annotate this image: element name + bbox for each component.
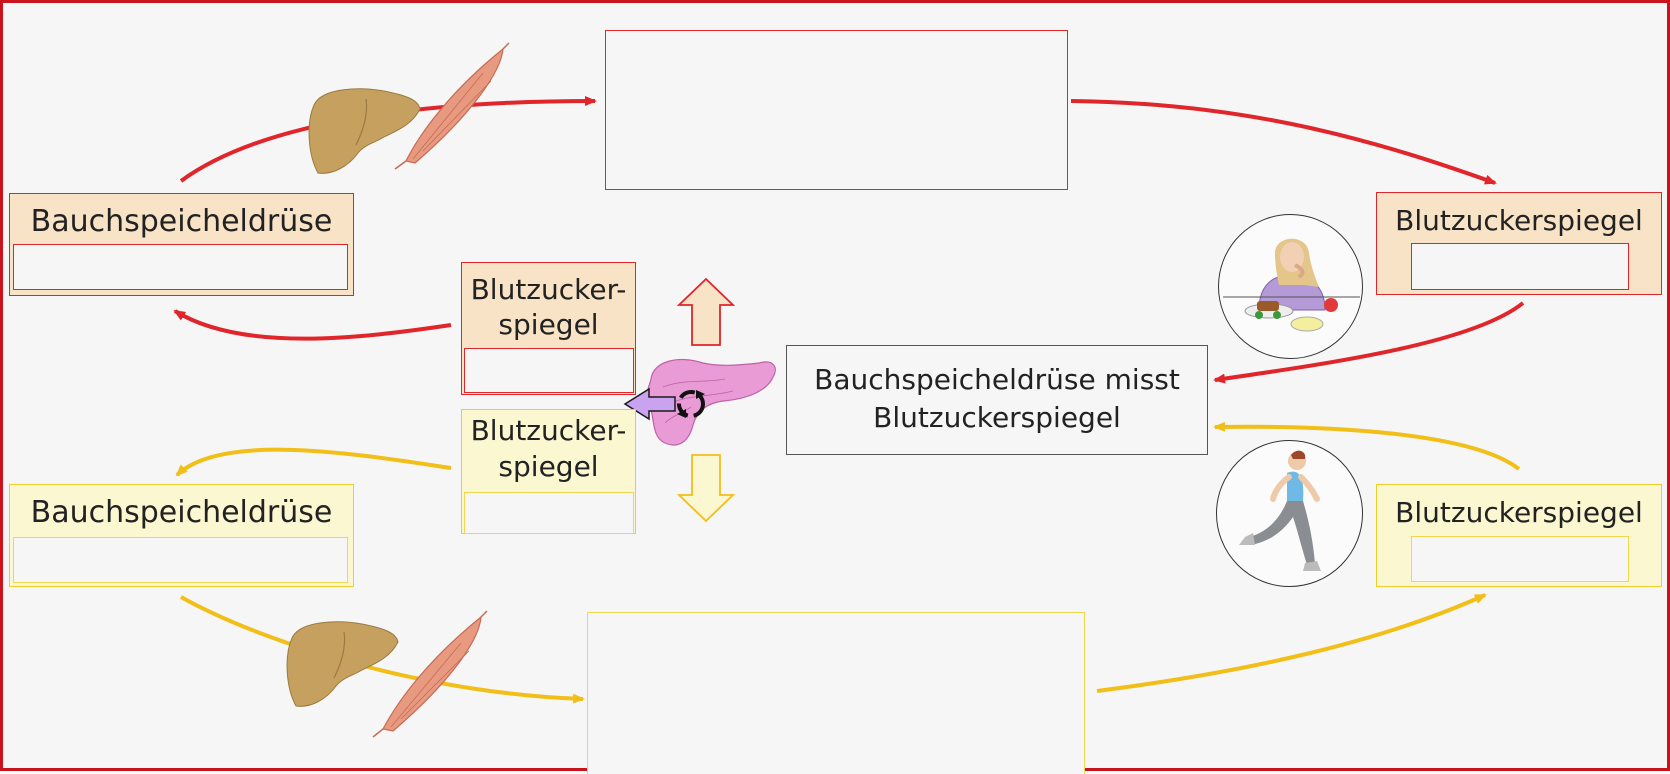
low-pancreas-label: Bauchspeicheldrüse (30, 495, 333, 530)
answer-box-low-bottom[interactable] (587, 612, 1085, 774)
pancreas-sensor-box: Bauchspeicheldrüse misst Blutzuckerspieg… (786, 345, 1208, 455)
yellow-arrow-center-to-left (175, 447, 452, 477)
low-center-label-line2: spiegel (498, 450, 599, 483)
red-arrow-right-to-sensor (1213, 301, 1525, 384)
low-center-bloodsugar-box: Blutzucker- spiegel (461, 409, 636, 534)
high-center-label-line2: spiegel (498, 308, 599, 341)
low-pancreas-answer-field[interactable] (13, 537, 348, 583)
high-center-answer-field[interactable] (464, 348, 634, 393)
high-bloodsugar-box: Blutzuckerspiegel (1376, 192, 1662, 295)
yellow-arrow-center-to-right (1096, 593, 1487, 693)
liver-icon (286, 621, 399, 707)
high-bloodsugar-label: Blutzuckerspiegel (1395, 204, 1643, 237)
low-bloodsugar-box: Blutzuckerspiegel (1376, 484, 1662, 587)
red-arrow-center-to-right (1070, 99, 1497, 185)
low-bloodsugar-label: Blutzuckerspiegel (1395, 496, 1643, 529)
arrow-up-icon (676, 277, 736, 346)
high-center-bloodsugar-box: Blutzucker- spiegel (461, 262, 636, 395)
low-pancreas-box: Bauchspeicheldrüse (9, 484, 354, 587)
high-bloodsugar-answer-field[interactable] (1411, 243, 1629, 290)
liver-icon (308, 88, 421, 174)
muscle-icon (372, 610, 488, 738)
running-woman-icon (1216, 440, 1363, 587)
yellow-arrow-sensor-in (1213, 421, 1521, 471)
sensor-label-line1: Bauchspeicheldrüse misst (814, 363, 1180, 396)
low-center-label-line1: Blutzucker- (470, 414, 627, 447)
high-pancreas-answer-field[interactable] (13, 244, 348, 290)
high-pancreas-box: Bauchspeicheldrüse (9, 193, 354, 296)
eating-woman-icon (1218, 214, 1363, 359)
red-arrow-center-to-left (173, 309, 452, 341)
low-center-answer-field[interactable] (464, 492, 634, 534)
high-pancreas-label: Bauchspeicheldrüse (30, 204, 333, 239)
low-bloodsugar-answer-field[interactable] (1411, 536, 1629, 582)
answer-box-high-top[interactable] (605, 30, 1068, 190)
feedback-loop-icon (677, 390, 705, 418)
high-center-label-line1: Blutzucker- (470, 273, 627, 306)
left-arrow-icon (623, 387, 676, 421)
connector-layer (173, 42, 1525, 738)
arrow-down-icon (676, 454, 736, 523)
sensor-label-line2: Blutzuckerspiegel (873, 401, 1121, 434)
muscle-icon (394, 42, 510, 170)
pancreas-icon (646, 358, 776, 446)
